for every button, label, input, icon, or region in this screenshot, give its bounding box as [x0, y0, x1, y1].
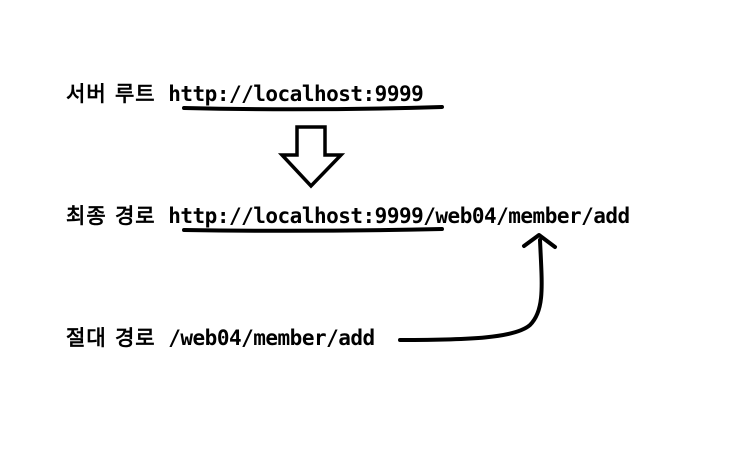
server-root-row: 서버 루트 http://localhost:9999	[66, 82, 424, 106]
curved-arrow-head	[522, 233, 557, 249]
absolute-path-value: /web04/member/add	[168, 326, 375, 350]
absolute-path-label: 절대 경로	[66, 326, 156, 350]
server-root-label: 서버 루트	[66, 82, 156, 106]
curved-arrow-icon	[398, 238, 544, 342]
final-path-underline	[182, 227, 444, 233]
absolute-path-row: 절대 경로 /web04/member/add	[66, 328, 375, 349]
final-path-row: 최종 경로 http://localhost:9999/web04/member…	[66, 206, 630, 227]
server-root-url: http://localhost:9999	[168, 82, 424, 106]
final-path-label: 최종 경로	[66, 204, 156, 228]
final-path-suffix: /web04/member/add	[423, 204, 630, 228]
server-root-underline	[182, 105, 444, 112]
final-path-base-url: http://localhost:9999	[168, 204, 424, 228]
down-arrow-icon	[277, 125, 346, 189]
